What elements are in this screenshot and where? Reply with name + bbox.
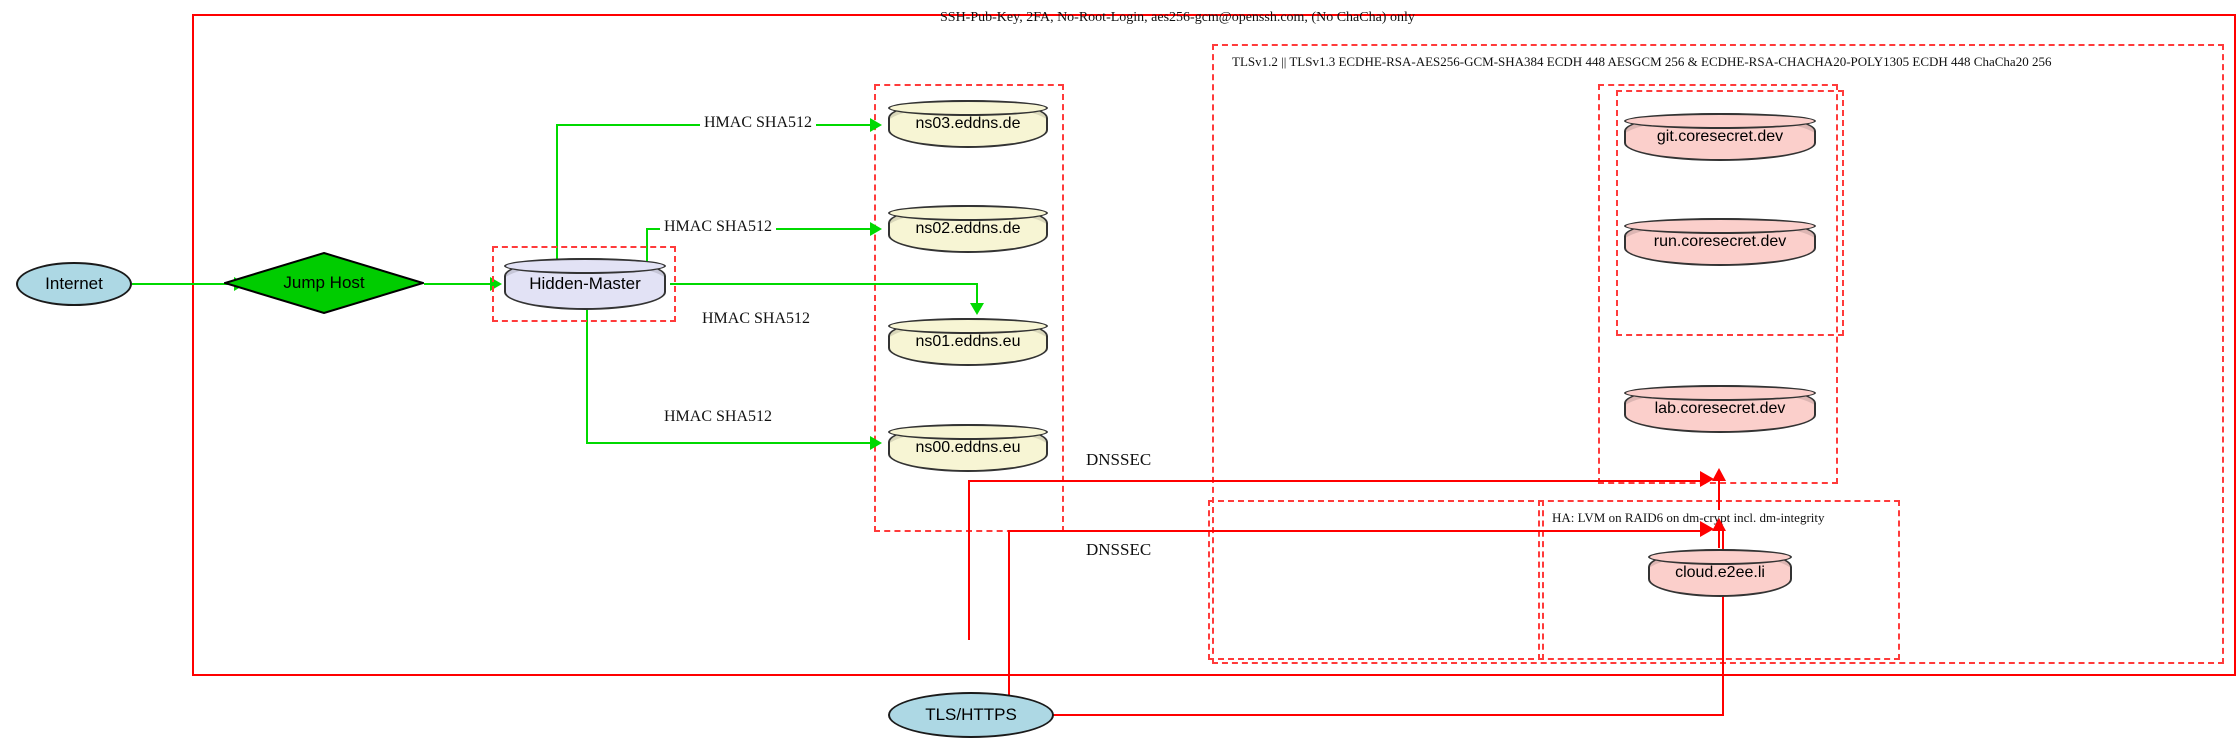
node-internet-label: Internet bbox=[45, 274, 103, 293]
edge-internet-jumphost bbox=[132, 283, 236, 285]
tls-zone-label: TLSv1.2 || TLSv1.3 ECDHE-RSA-AES256-GCM-… bbox=[1232, 54, 2052, 69]
node-internet[interactable]: Internet bbox=[16, 262, 132, 306]
edge-master-ns00-horizontal bbox=[586, 442, 876, 444]
node-run-coresecret[interactable]: run.coresecret.dev bbox=[1624, 218, 1816, 266]
ha-zone-label: HA: LVM on RAID6 on dm-crypt incl. dm-in… bbox=[1552, 510, 1825, 525]
edge-master-ns01-vertical bbox=[976, 283, 978, 305]
coresecret-inner-zone-box bbox=[1616, 90, 1844, 336]
node-git-coresecret-label: git.coresecret.dev bbox=[1656, 128, 1784, 145]
node-ns03[interactable]: ns03.eddns.de bbox=[888, 100, 1048, 148]
node-jump-host-label: Jump Host bbox=[283, 273, 365, 292]
arrow-dnssec-upper bbox=[1700, 471, 1714, 487]
hidden-master-zone-box bbox=[492, 246, 676, 322]
node-cloud-e2ee[interactable]: cloud.e2ee.li bbox=[1648, 549, 1792, 597]
node-ns00[interactable]: ns00.eddns.eu bbox=[888, 424, 1048, 472]
edge-tlshttps-up-vertical bbox=[1008, 530, 1010, 710]
edge-tlshttps-right-vertical bbox=[1722, 530, 1724, 716]
edge-dnssec-upper-left-vertical bbox=[968, 480, 970, 640]
edge-label-hmac-ns01: HMAC SHA512 bbox=[698, 310, 815, 328]
node-ns00-label: ns00.eddns.eu bbox=[915, 439, 1021, 456]
arrow-master-ns00 bbox=[870, 436, 882, 450]
node-tls-https[interactable]: TLS/HTTPS bbox=[888, 692, 1054, 738]
node-ns02[interactable]: ns02.eddns.de bbox=[888, 205, 1048, 253]
edge-label-dnssec-lower: DNSSEC bbox=[1082, 540, 1156, 560]
node-ns02-label: ns02.eddns.de bbox=[915, 220, 1021, 237]
node-lab-coresecret-label: lab.coresecret.dev bbox=[1654, 400, 1786, 417]
edge-ha-down-vertical bbox=[1718, 478, 1720, 510]
node-git-coresecret[interactable]: git.coresecret.dev bbox=[1624, 113, 1816, 161]
node-cloud-e2ee-label: cloud.e2ee.li bbox=[1675, 564, 1765, 581]
node-hidden-master-label: Hidden-Master bbox=[529, 274, 641, 293]
node-jump-host[interactable]: Jump Host bbox=[224, 252, 424, 314]
edge-master-ns00-vertical bbox=[586, 300, 588, 444]
node-run-coresecret-label: run.coresecret.dev bbox=[1653, 233, 1787, 250]
edge-tlshttps-right-horizontal bbox=[1052, 714, 1724, 716]
edge-dnssec-lower-horizontal bbox=[1008, 530, 1708, 532]
edge-label-hmac-ns00: HMAC SHA512 bbox=[660, 408, 777, 426]
arrow-up-lower bbox=[1712, 518, 1726, 531]
node-ns01[interactable]: ns01.eddns.eu bbox=[888, 318, 1048, 366]
edge-label-hmac-ns03: HMAC SHA512 bbox=[700, 114, 817, 132]
edge-label-dnssec-upper: DNSSEC bbox=[1082, 450, 1156, 470]
node-ns01-label: ns01.eddns.eu bbox=[915, 333, 1021, 350]
edge-jumphost-master bbox=[424, 283, 492, 285]
node-ns03-label: ns03.eddns.de bbox=[915, 115, 1021, 132]
node-lab-coresecret[interactable]: lab.coresecret.dev bbox=[1624, 385, 1816, 433]
arrow-master-ns01 bbox=[970, 303, 984, 315]
edge-master-ns01-horizontal bbox=[670, 283, 978, 285]
arrow-up-upper bbox=[1712, 468, 1726, 481]
arrow-master-ns02 bbox=[870, 222, 882, 236]
arrow-master-ns03 bbox=[870, 118, 882, 132]
edge-label-hmac-ns02: HMAC SHA512 bbox=[660, 218, 777, 236]
jump-host-shape bbox=[224, 252, 424, 314]
node-hidden-master[interactable]: Hidden-Master bbox=[504, 258, 666, 310]
arrow-dnssec-lower bbox=[1700, 521, 1714, 537]
ssh-zone-label: SSH-Pub-Key, 2FA, No-Root-Login, aes256-… bbox=[940, 10, 1415, 25]
edge-dnssec-upper-horizontal bbox=[968, 480, 1708, 482]
node-tls-https-label: TLS/HTTPS bbox=[925, 705, 1017, 724]
dnssec-zone-box bbox=[1208, 500, 1544, 660]
edge-master-ns02-vertical bbox=[646, 228, 648, 272]
ssh-zone-box bbox=[192, 14, 2236, 676]
edge-arrow-lower-stem bbox=[1718, 528, 1720, 548]
edge-master-ns03-vertical bbox=[556, 124, 558, 272]
tls-zone-box bbox=[1212, 44, 2224, 664]
